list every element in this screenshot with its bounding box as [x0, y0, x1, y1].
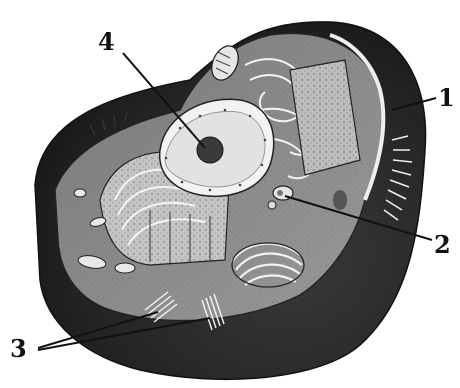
nucleolus	[197, 137, 223, 163]
callout-label-3: 3	[10, 334, 27, 363]
callout-label-2: 2	[434, 230, 451, 259]
callout-label-4: 4	[98, 27, 115, 56]
callout-label-1: 1	[438, 83, 455, 112]
